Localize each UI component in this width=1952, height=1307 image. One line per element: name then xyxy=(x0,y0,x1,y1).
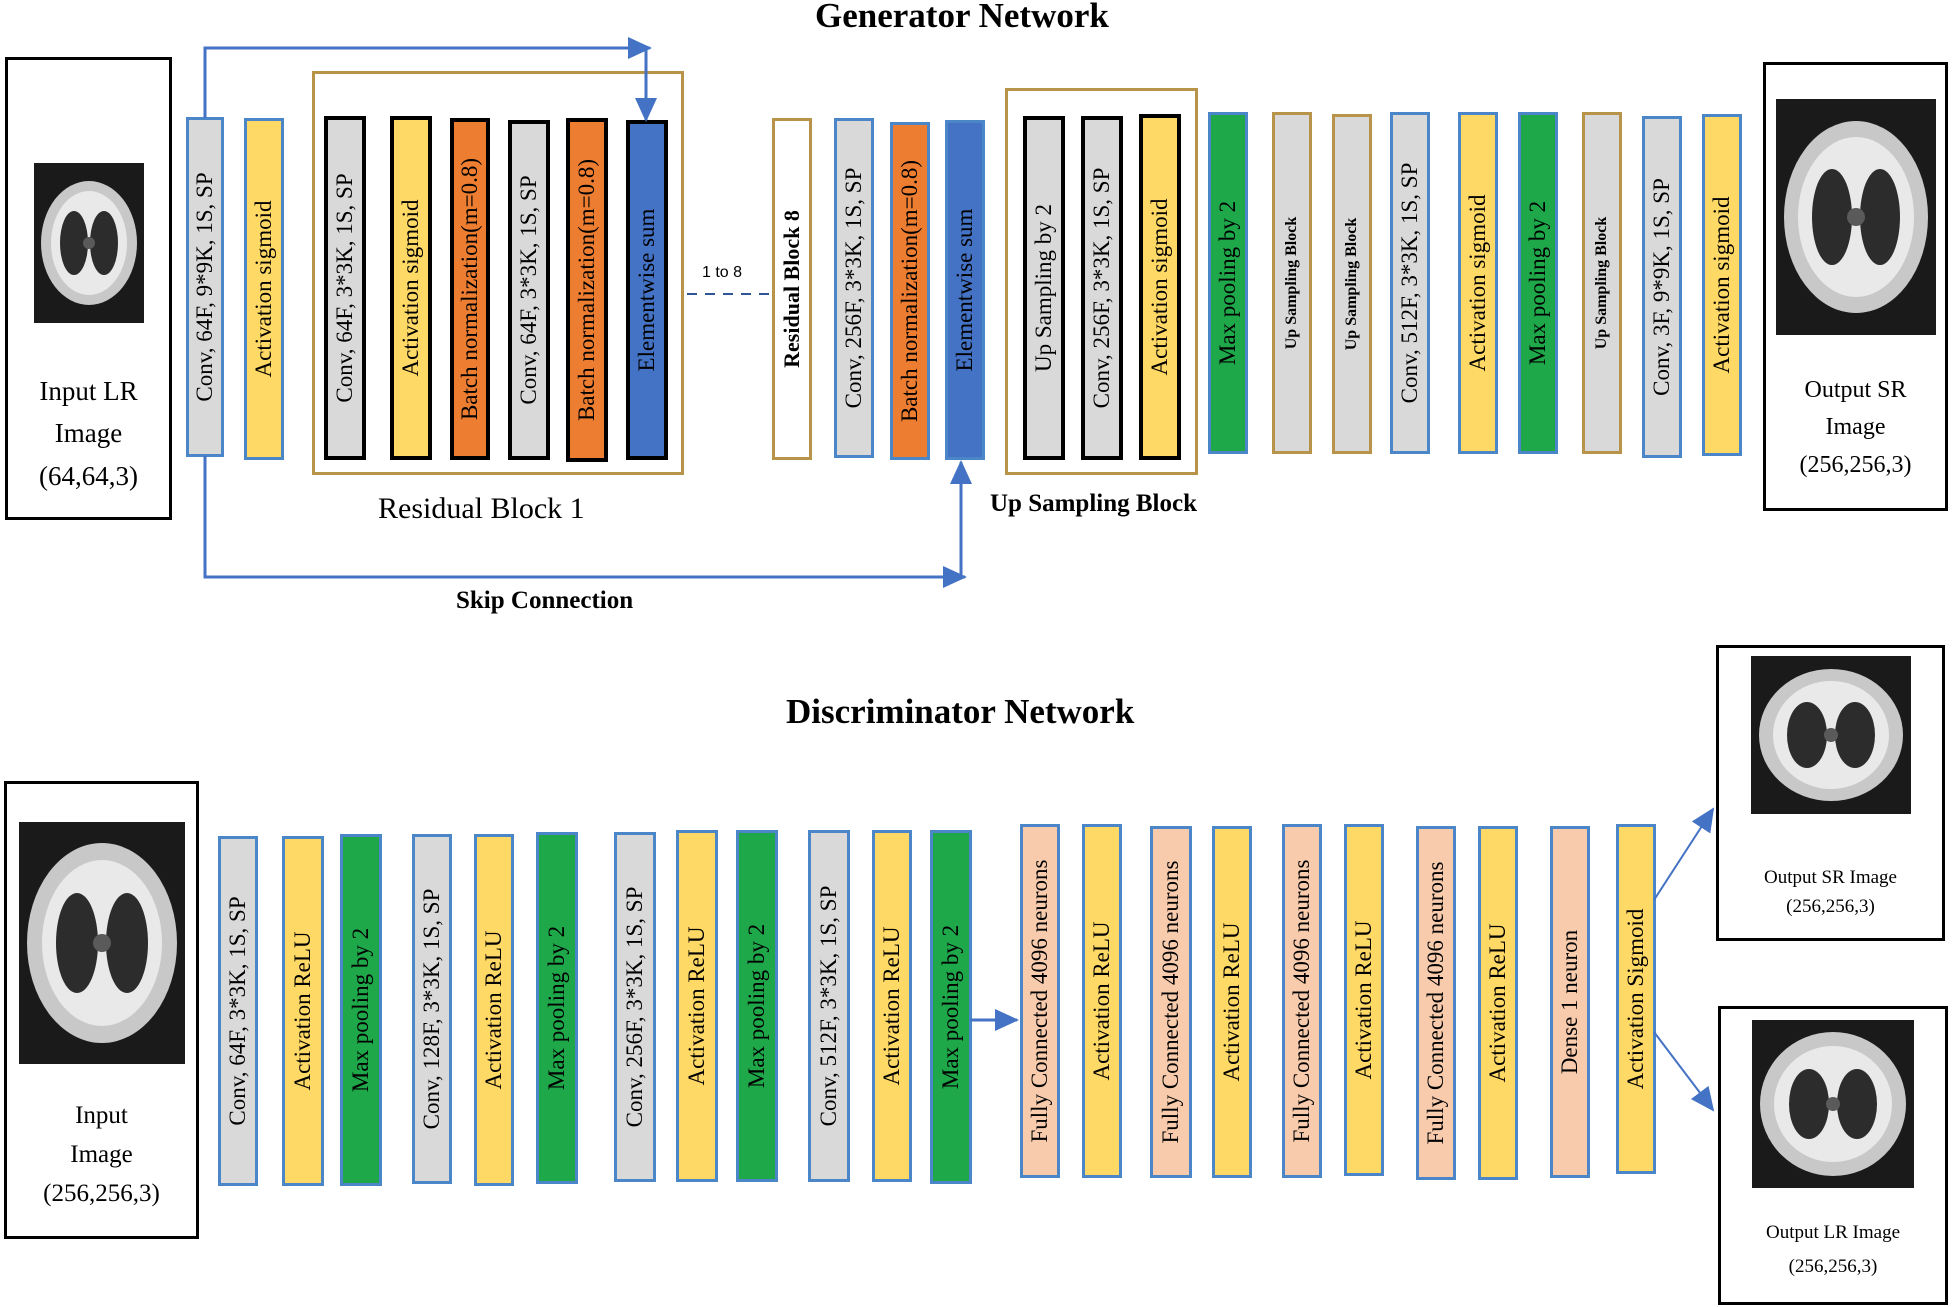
discriminator-layer-activation-relu: Activation ReLU xyxy=(676,830,718,1182)
discriminator-layer-activation-relu: Activation ReLU xyxy=(474,834,514,1186)
discriminator-layer-activation-relu: Activation ReLU xyxy=(1478,826,1518,1180)
up-sampling-block-group xyxy=(1005,88,1198,475)
input-lr-line2: Image xyxy=(54,418,123,448)
input-image-line3: (256,256,3) xyxy=(43,1180,160,1207)
generator-layer-activation-sigmoid: Activation sigmoid xyxy=(1458,112,1498,454)
generator-layer-batch-normalization-m-0-8: Batch normalization(m=0.8) xyxy=(890,122,930,460)
generator-input-frame: Input LR Image (64,64,3) xyxy=(5,57,172,520)
ct-scan-image xyxy=(1752,1020,1914,1188)
discriminator-layer-conv-512f-3-3k-1s-sp: Conv, 512F, 3*3K, 1S, SP xyxy=(808,830,850,1182)
discriminator-layer-max-pooling-by-2: Max pooling by 2 xyxy=(736,830,778,1182)
generator-layer-conv-512f-3-3k-1s-sp: Conv, 512F, 3*3K, 1S, SP xyxy=(1390,112,1430,454)
discriminator-layer-fully-connected-4096-neurons: Fully Connected 4096 neurons xyxy=(1020,824,1060,1178)
generator-layer-conv-64f-9-9k-1s-sp: Conv, 64F, 9*9K, 1S, SP xyxy=(186,117,224,457)
discriminator-layer-activation-relu: Activation ReLU xyxy=(282,836,324,1186)
discriminator-input-frame: Input Image (256,256,3) xyxy=(4,781,199,1239)
generator-layer-activation-sigmoid: Activation sigmoid xyxy=(244,118,284,460)
generator-layer-activation-sigmoid: Activation sigmoid xyxy=(390,116,432,460)
output-lr-image-line1: Output LR Image xyxy=(1765,1222,1901,1243)
ct-scan-image xyxy=(33,163,144,323)
discriminator-layer-activation-relu: Activation ReLU xyxy=(872,830,912,1182)
generator-output-frame: Output SR Image (256,256,3) xyxy=(1763,62,1948,511)
discriminator-layer-activation-relu: Activation ReLU xyxy=(1082,824,1122,1178)
generator-layer-activation-sigmoid: Activation sigmoid xyxy=(1702,114,1742,456)
input-image-line2: Image xyxy=(70,1141,133,1168)
discriminator-layer-conv-64f-3-3k-1s-sp: Conv, 64F, 3*3K, 1S, SP xyxy=(218,836,258,1186)
discriminator-layer-max-pooling-by-2: Max pooling by 2 xyxy=(536,832,578,1184)
generator-layer-max-pooling-by-2: Max pooling by 2 xyxy=(1518,112,1558,454)
discriminator-layer-fully-connected-4096-neurons: Fully Connected 4096 neurons xyxy=(1150,826,1192,1178)
generator-layer-residual-block-8: Residual Block 8 xyxy=(772,118,812,460)
discriminator-layer-activation-relu: Activation ReLU xyxy=(1212,826,1252,1178)
output-lr-image-line2: (256,256,3) xyxy=(1788,1256,1878,1277)
skip-connection-label: Skip Connection xyxy=(456,587,634,614)
output-sr-arrow xyxy=(1653,807,1715,901)
generator-layer-elementwise-sum: Elementwise sum xyxy=(945,120,985,460)
repeat-label: 1 to 8 xyxy=(702,264,743,281)
generator-layer-conv-256f-3-3k-1s-sp: Conv, 256F, 3*3K, 1S, SP xyxy=(834,118,874,458)
generator-layer-batch-normalization-m-0-8: Batch normalization(m=0.8) xyxy=(450,118,490,460)
generator-layer-up-sampling-block: Up Sampling Block xyxy=(1272,112,1312,454)
discriminator-layer-activation-relu: Activation ReLU xyxy=(1344,824,1384,1176)
input-lr-line1: Input LR xyxy=(39,376,138,406)
output-sr-line3: (256,256,3) xyxy=(1799,452,1912,478)
output-sr-line2: Image xyxy=(1825,414,1886,440)
residual-block-group xyxy=(312,71,684,475)
skip-connection-arrow xyxy=(203,456,967,588)
generator-layer-batch-normalization-m-0-8: Batch normalization(m=0.8) xyxy=(566,118,608,462)
generator-layer-up-sampling-by-2: Up Sampling by 2 xyxy=(1023,116,1065,460)
output-sr-image-line1: Output SR Image xyxy=(1764,867,1897,888)
generator-layer-conv-64f-3-3k-1s-sp: Conv, 64F, 3*3K, 1S, SP xyxy=(324,116,366,460)
discriminator-layer-conv-256f-3-3k-1s-sp: Conv, 256F, 3*3K, 1S, SP xyxy=(614,832,656,1182)
discriminator-layer-max-pooling-by-2: Max pooling by 2 xyxy=(930,830,972,1184)
discriminator-layer-max-pooling-by-2: Max pooling by 2 xyxy=(340,834,382,1186)
discriminator-layer-fully-connected-4096-neurons: Fully Connected 4096 neurons xyxy=(1282,824,1322,1178)
generator-layer-up-sampling-block: Up Sampling Block xyxy=(1332,114,1372,454)
discriminator-layer-dense-1-neuron: Dense 1 neuron xyxy=(1550,826,1590,1178)
generator-layer-activation-sigmoid: Activation sigmoid xyxy=(1139,114,1181,460)
generator-layer-elementwise-sum: Elementwise sum xyxy=(626,120,668,460)
output-sr-line1: Output SR xyxy=(1804,377,1907,403)
output-sr-image-line2: (256,256,3) xyxy=(1786,896,1875,917)
ct-scan-image xyxy=(18,822,185,1064)
generator-layer-max-pooling-by-2: Max pooling by 2 xyxy=(1208,112,1248,454)
generator-layer-conv-3f-9-9k-1s-sp: Conv, 3F, 9*9K, 1S, SP xyxy=(1642,116,1682,458)
generator-layer-up-sampling-block: Up Sampling Block xyxy=(1582,112,1622,454)
input-lr-line3: (64,64,3) xyxy=(39,461,138,491)
generator-layer-conv-256f-3-3k-1s-sp: Conv, 256F, 3*3K, 1S, SP xyxy=(1081,116,1123,460)
generator-title: Generator Network xyxy=(815,0,1109,35)
discriminator-layer-conv-128f-3-3k-1s-sp: Conv, 128F, 3*3K, 1S, SP xyxy=(412,834,452,1184)
ct-scan-image xyxy=(1775,99,1936,335)
input-image-line1: Input xyxy=(75,1102,128,1129)
discriminator-output-lr-frame: Output LR Image (256,256,3) xyxy=(1718,1006,1948,1305)
ct-scan-image xyxy=(1750,656,1911,814)
discriminator-output-sr-frame: Output SR Image (256,256,3) xyxy=(1716,645,1945,941)
residual-block-label: Residual Block 1 xyxy=(378,492,585,525)
residual-connection-arrow xyxy=(203,37,652,118)
discriminator-layer-activation-sigmoid: Activation Sigmoid xyxy=(1616,824,1656,1174)
output-lr-arrow xyxy=(1653,1031,1715,1112)
discriminator-layer-fully-connected-4096-neurons: Fully Connected 4096 neurons xyxy=(1416,826,1456,1180)
discriminator-title: Discriminator Network xyxy=(786,692,1135,731)
generator-layer-conv-64f-3-3k-1s-sp: Conv, 64F, 3*3K, 1S, SP xyxy=(508,120,550,460)
up-sampling-block-label: Up Sampling Block xyxy=(990,490,1198,517)
